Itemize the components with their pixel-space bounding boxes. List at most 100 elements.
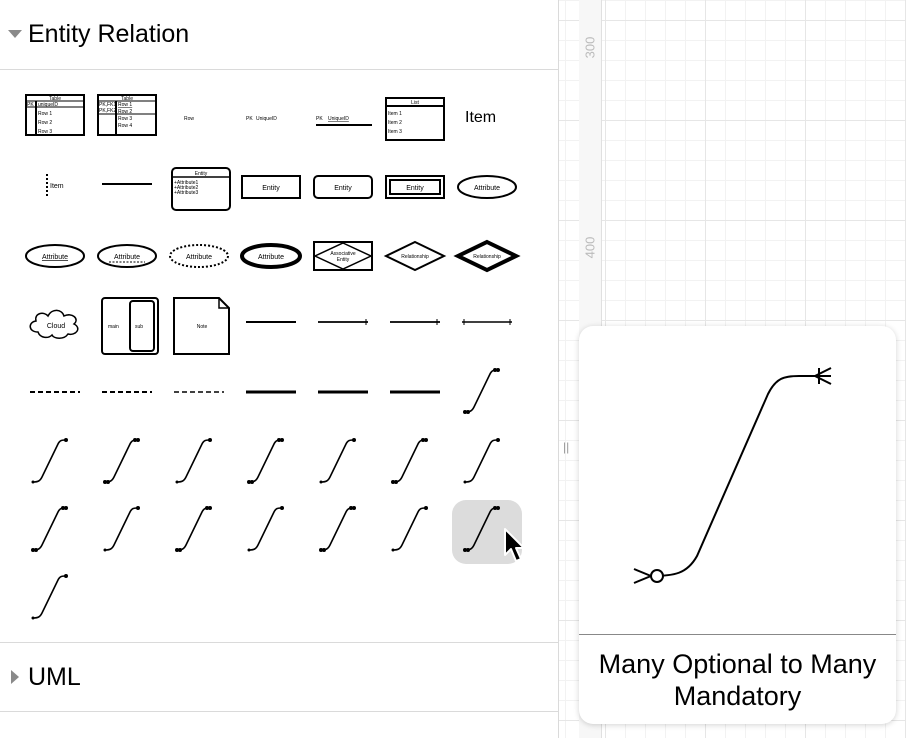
svg-text:Row 2: Row 2 — [118, 109, 132, 115]
thick-connector-shape[interactable] — [236, 362, 306, 426]
attribute-shape[interactable]: Attribute — [452, 154, 522, 218]
shape-thumbnail — [391, 438, 428, 484]
shape-thumbnail — [174, 391, 224, 393]
shape-thumbnail: Attribute — [457, 175, 517, 199]
thick-connector-shape-3[interactable] — [380, 362, 450, 426]
svg-text:Entity: Entity — [406, 185, 424, 192]
one-to-one-connector-shape[interactable] — [308, 292, 378, 356]
triangle-right-icon — [2, 667, 28, 687]
shape-thumbnail: Attribute — [25, 244, 85, 268]
svg-text:PK,FK2: PK,FK2 — [99, 108, 116, 114]
dashed-connector-shape-3[interactable] — [164, 362, 234, 426]
multivalued-attribute-shape[interactable]: Attribute — [236, 224, 306, 288]
shape-thumbnail — [246, 321, 296, 323]
key-attribute-shape[interactable]: Attribute — [20, 224, 90, 288]
svg-text:UniqueID: UniqueID — [256, 116, 277, 122]
shape-thumbnail: Entity — [385, 175, 445, 199]
svg-text:+Attribute2: +Attribute2 — [174, 185, 199, 191]
section-uml-header[interactable]: UML — [0, 642, 558, 712]
line-shape[interactable] — [92, 154, 162, 218]
curved-connector-shape[interactable] — [452, 362, 522, 426]
many-to-many-connector-shape[interactable] — [452, 292, 522, 356]
partial-key-attribute-shape[interactable]: Attribute — [92, 224, 162, 288]
svg-text:Associative: Associative — [330, 251, 356, 257]
svg-text:Entity: Entity — [337, 257, 350, 263]
curved-relation-connector-shape[interactable] — [236, 432, 306, 496]
shape-thumbnail: Entity — [241, 175, 301, 199]
shape-thumbnail — [463, 506, 500, 552]
shape-thumbnail — [31, 574, 68, 620]
splitter-handle-icon[interactable]: || — [563, 440, 570, 454]
shape-thumbnail: Attribute — [169, 244, 229, 268]
line-connector-shape[interactable] — [236, 292, 306, 356]
shape-thumbnail — [247, 438, 284, 484]
svg-text:Row 1: Row 1 — [118, 102, 132, 108]
shape-thumbnail — [319, 438, 356, 484]
svg-text:main: main — [108, 324, 119, 330]
shape-thumbnail: main sub — [101, 297, 159, 355]
identifying-relationship-shape[interactable]: Relationship — [452, 224, 522, 288]
curved-relation-connector-shape[interactable] — [164, 432, 234, 496]
main-sub-shape[interactable]: main sub — [92, 292, 162, 356]
curved-relation-connector-shape[interactable] — [20, 432, 90, 496]
section-entity-relation-header[interactable]: Entity Relation — [0, 0, 558, 70]
one-to-many-connector-shape[interactable] — [380, 292, 450, 356]
curved-relation-connector-shape[interactable] — [236, 500, 306, 564]
svg-text:Item 2: Item 2 — [388, 120, 402, 126]
shape-thumbnail — [318, 390, 368, 394]
svg-text:Item: Item — [50, 183, 64, 190]
shape-thumbnail — [175, 438, 212, 484]
svg-text:Relationship: Relationship — [401, 254, 429, 260]
weak-entity-shape[interactable]: Entity — [380, 154, 450, 218]
svg-text:Attribute: Attribute — [114, 254, 140, 261]
relationship-shape[interactable]: Relationship — [380, 224, 450, 288]
shape-thumbnail: Item — [465, 109, 496, 126]
item-dashed-shape[interactable]: Item — [20, 154, 90, 218]
svg-text:+Attribute1: +Attribute1 — [174, 180, 199, 186]
svg-text:Entity: Entity — [334, 185, 352, 192]
curved-relation-connector-shape[interactable] — [380, 500, 450, 564]
row-shape[interactable]: Row — [164, 84, 234, 148]
curved-relation-connector-shape[interactable] — [92, 432, 162, 496]
curved-relation-connector-shape[interactable] — [380, 432, 450, 496]
cloud-shape[interactable]: Cloud — [20, 292, 90, 356]
entity-shape[interactable]: Entity — [236, 154, 306, 218]
shape-thumbnail: Entity — [313, 175, 373, 199]
shape-thumbnail: Attribute — [97, 244, 157, 268]
derived-attribute-shape[interactable]: Attribute — [164, 224, 234, 288]
shape-thumbnail — [318, 319, 368, 325]
curved-relation-connector-shape[interactable] — [308, 432, 378, 496]
svg-text:List: List — [411, 100, 419, 106]
curved-relation-connector-shape[interactable] — [20, 500, 90, 564]
svg-text:Relationship: Relationship — [473, 254, 501, 260]
svg-text:sub: sub — [135, 324, 143, 330]
dashed-connector-shape-2[interactable] — [92, 362, 162, 426]
curved-relation-connector-shape[interactable] — [452, 432, 522, 496]
shape-thumbnail: Relationship — [383, 240, 447, 272]
svg-text:Item 1: Item 1 — [388, 111, 402, 117]
item-shape[interactable]: Item — [452, 84, 522, 148]
curved-relation-connector-shape[interactable] — [92, 500, 162, 564]
dashed-connector-shape[interactable] — [20, 362, 90, 426]
entity-attributes-shape[interactable]: Entity+Attribute1+Attribute2+Attribute3 — [164, 154, 234, 218]
curved-relation-connector-shape[interactable] — [452, 500, 522, 564]
shape-thumbnail — [463, 438, 500, 484]
note-shape[interactable]: Note — [164, 292, 234, 356]
shape-thumbnail — [103, 506, 140, 552]
curved-relation-connector-shape[interactable] — [164, 500, 234, 564]
curved-relation-connector-shape[interactable] — [308, 500, 378, 564]
shape-thumbnail — [391, 506, 428, 552]
entity-rounded-shape[interactable]: Entity — [308, 154, 378, 218]
thick-connector-shape-2[interactable] — [308, 362, 378, 426]
curved-relation-connector-shape[interactable] — [20, 568, 90, 632]
svg-text:Table: Table — [49, 96, 61, 102]
